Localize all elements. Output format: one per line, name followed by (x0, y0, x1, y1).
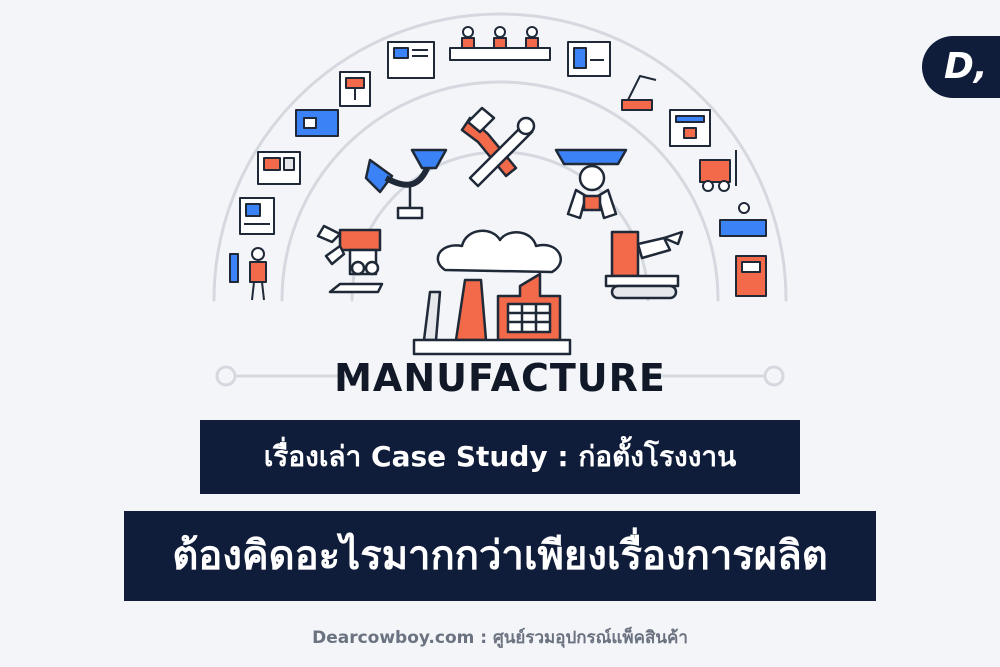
headline: MANUFACTURE (334, 356, 666, 400)
robot-claw-icon (316, 224, 384, 294)
robot-tracked-icon (604, 230, 684, 300)
control-box-icon (735, 255, 767, 297)
robot-arm-lamp-icon (364, 148, 448, 220)
drill-press-icon (339, 71, 371, 107)
worker-desk-icon (719, 202, 767, 237)
baseline-left-dot (215, 365, 237, 387)
forklift-icon (699, 150, 737, 192)
middle-arc (280, 80, 720, 302)
lathe-machine-icon (295, 109, 339, 137)
hammer-wrench-icon (460, 106, 536, 188)
cnc-panel-icon (239, 197, 275, 235)
robot-welder-icon (621, 75, 657, 111)
cnc-lathe-icon (257, 151, 301, 185)
footer-text: Dearcowboy.com : ศูนย์รวมอุปกรณ์แพ็คสินค… (312, 628, 688, 648)
outer-arc (212, 12, 788, 302)
factory-icon (412, 229, 572, 356)
cnc-machine-icon (567, 41, 611, 77)
brand-logo: D, (922, 36, 1000, 98)
banner-line-2: ต้องคิดอะไรมากกว่าเพียงเรื่องการผลิต (124, 511, 876, 601)
worker-drill-icon (229, 247, 267, 301)
control-panel-icon (387, 41, 435, 79)
robot-gripper-icon (554, 148, 628, 220)
baseline (215, 365, 785, 387)
3d-printer-icon (669, 109, 711, 147)
banner-line-1: เรื่องเล่า Case Study : ก่อตั้งโรงงาน (200, 420, 800, 494)
assembly-line-icon (449, 26, 551, 61)
baseline-right-dot (763, 365, 785, 387)
